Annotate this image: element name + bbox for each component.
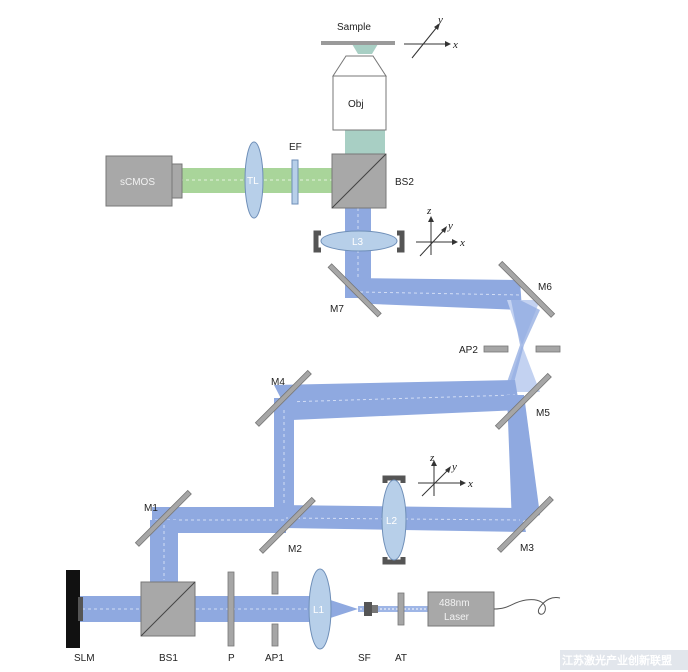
axis-top-y-label: y bbox=[437, 14, 443, 26]
l1-label: L1 bbox=[313, 605, 325, 616]
mirror-m6 bbox=[498, 260, 556, 318]
axis-mid-y-label: y bbox=[447, 220, 453, 232]
axis-mid-x-label: x bbox=[459, 237, 465, 249]
laser-label-line2: Laser bbox=[444, 612, 470, 623]
attenuator-at bbox=[397, 592, 405, 626]
beam-m5-m3 bbox=[507, 395, 540, 525]
beam-m7-m6 bbox=[345, 278, 522, 310]
sample-label: Sample bbox=[337, 22, 371, 33]
objective-tip bbox=[332, 55, 387, 77]
slm-face bbox=[78, 597, 83, 621]
polarizer-p bbox=[227, 571, 235, 647]
lens-l3: L3 bbox=[313, 230, 405, 253]
m6-label: M6 bbox=[538, 282, 552, 293]
p-label: P bbox=[228, 653, 235, 664]
mirror-m4 bbox=[254, 369, 312, 427]
focus-cone bbox=[352, 44, 378, 54]
axis-top-x-label: x bbox=[452, 39, 458, 51]
lens-l1 bbox=[308, 568, 332, 650]
lens-l2: L2 bbox=[381, 475, 407, 565]
axis-low-x-label: x bbox=[467, 478, 473, 490]
beam-m4-m2 bbox=[274, 398, 294, 516]
sample-plate bbox=[321, 41, 395, 45]
axis-mid-z-label: z bbox=[426, 205, 432, 217]
mirror-m3 bbox=[496, 495, 554, 553]
l2-label: L2 bbox=[386, 516, 398, 527]
ap1-label: AP1 bbox=[265, 653, 284, 664]
bs2-label: BS2 bbox=[395, 177, 414, 188]
objective-body bbox=[332, 75, 387, 131]
ap2-label: AP2 bbox=[459, 345, 478, 356]
axes-top: x y bbox=[404, 14, 458, 59]
objective-beam bbox=[345, 130, 385, 154]
m5-label: M5 bbox=[536, 408, 550, 419]
mirror-m5 bbox=[494, 372, 552, 430]
slm-label: SLM bbox=[74, 653, 95, 664]
m4-label: M4 bbox=[271, 377, 285, 388]
aperture-ap2 bbox=[483, 345, 561, 353]
beam-m5-m4 bbox=[274, 380, 520, 420]
mirror-m2 bbox=[258, 496, 316, 554]
sf-label: SF bbox=[358, 653, 371, 664]
m3-label: M3 bbox=[520, 543, 534, 554]
axis-low-z-label: z bbox=[429, 452, 435, 464]
tube-lens-tl bbox=[244, 141, 264, 219]
m7-label: M7 bbox=[330, 304, 344, 315]
spatial-filter-sf bbox=[364, 602, 378, 616]
l3-label: L3 bbox=[352, 237, 364, 248]
mirror-m7 bbox=[327, 263, 382, 318]
laser-488nm bbox=[427, 591, 495, 627]
at-label: AT bbox=[395, 653, 407, 664]
bs1-label: BS1 bbox=[159, 653, 178, 664]
axis-low-y-label: y bbox=[451, 461, 457, 473]
ef-label: EF bbox=[289, 142, 302, 153]
mirror-m1 bbox=[134, 489, 192, 547]
watermark-bg bbox=[560, 650, 688, 670]
laser-fiber-cable bbox=[493, 597, 561, 615]
beam-paths bbox=[80, 44, 540, 622]
m1-label: M1 bbox=[144, 503, 158, 514]
laser-label-line1: 488nm bbox=[439, 598, 470, 609]
slm bbox=[66, 570, 80, 648]
m2-label: M2 bbox=[288, 544, 302, 555]
objective-label: Obj bbox=[348, 99, 364, 110]
watermark-text: 江苏激光产业创新联盟 bbox=[562, 653, 672, 667]
axes-lower: x y z bbox=[418, 452, 473, 497]
beam-m6-m5 bbox=[506, 295, 540, 390]
axes-middle: x y z bbox=[416, 205, 465, 257]
aperture-ap1 bbox=[271, 571, 279, 647]
scmos-label: sCMOS bbox=[120, 177, 155, 188]
emission-filter bbox=[291, 159, 299, 205]
scmos-adapter bbox=[171, 163, 183, 199]
tube-lens-label: TL bbox=[247, 176, 259, 187]
